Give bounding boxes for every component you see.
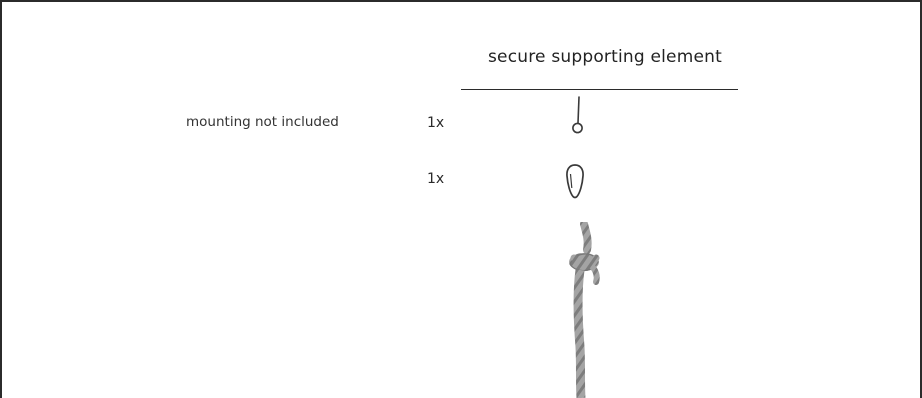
hook-quantity: 1x xyxy=(427,115,444,131)
heading-divider xyxy=(461,89,738,90)
rope-icon xyxy=(560,222,610,398)
carabiner-icon xyxy=(564,163,586,199)
heading-secure-supporting-element: secure supporting element xyxy=(488,47,722,67)
mounting-note: mounting not included xyxy=(186,114,339,130)
eye-hook-icon xyxy=(568,96,588,136)
carabiner-quantity: 1x xyxy=(427,171,444,187)
